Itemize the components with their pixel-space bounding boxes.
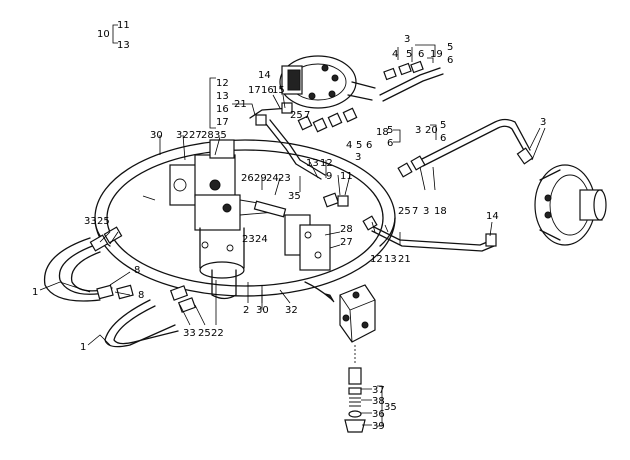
callout-label: 4	[346, 140, 352, 151]
callout-label: 27	[340, 237, 353, 248]
callout-label: 25	[198, 328, 211, 339]
ring-frame	[94, 139, 396, 297]
callout-label: 17	[248, 85, 261, 96]
callout-label: 6	[447, 55, 453, 66]
callout-label: 3	[404, 34, 410, 45]
callout-label: 22	[211, 328, 224, 339]
callout-label: 25	[398, 206, 411, 217]
callout-label: 32	[176, 130, 189, 141]
callout-label: 15	[272, 85, 285, 96]
callout-label: 18	[376, 127, 389, 138]
callout-label: 13	[384, 254, 397, 265]
callout-label: 3	[355, 152, 361, 163]
callout-label: 11	[340, 171, 353, 182]
callout-label: 39	[372, 421, 385, 432]
motor-right	[534, 164, 607, 246]
callout-label: 6	[418, 49, 424, 60]
callout-label: 28	[340, 224, 353, 235]
callout-label: 5	[440, 120, 446, 131]
callout-label: 12	[216, 78, 229, 89]
callout-label: 3	[415, 125, 421, 136]
callout-label: 9	[326, 171, 332, 182]
callout-label: 5	[387, 125, 393, 136]
callout-label: 21	[398, 254, 411, 265]
callout-label: 35	[288, 191, 301, 202]
callout-label: 30	[150, 130, 163, 141]
callout-label: 13	[306, 158, 319, 169]
callout-label: 12	[370, 254, 383, 265]
callout-label: 5	[447, 42, 453, 53]
callout-label: 23	[278, 173, 291, 184]
callout-label: 35	[214, 130, 227, 141]
callout-label: 38	[372, 396, 385, 407]
bracket-center	[253, 200, 331, 271]
callout-label: 13	[117, 40, 130, 51]
leader-lines	[39, 24, 546, 427]
callout-label: 8	[134, 265, 140, 276]
callout-label: 24	[266, 173, 279, 184]
callout-label: 30	[256, 305, 269, 316]
callout-label: 12	[320, 158, 333, 169]
callout-label: 16	[216, 104, 229, 115]
callout-label: 28	[201, 130, 214, 141]
callout-label: 13	[216, 91, 229, 102]
callout-label: 37	[372, 385, 385, 396]
callout-label: 7	[412, 206, 418, 217]
callout-label: 29	[254, 173, 267, 184]
callout-label: 27	[189, 130, 202, 141]
callout-label: 21	[234, 99, 247, 110]
callout-label: 6	[387, 138, 393, 149]
fittings	[255, 60, 534, 247]
callout-label: 26	[241, 173, 254, 184]
callout-label: 33	[183, 328, 196, 339]
callout-label: 10	[97, 29, 110, 40]
callout-label: 5	[356, 140, 362, 151]
callout-label: 1	[32, 287, 38, 298]
rigid-pipes	[249, 67, 531, 252]
callout-label: 18	[434, 206, 447, 217]
callout-label: 19	[430, 49, 443, 60]
swing-motor-left	[169, 139, 276, 300]
callout-label: 8	[138, 290, 144, 301]
callout-label: 17	[216, 117, 229, 128]
callout-label: 23	[242, 234, 255, 245]
callout-label: 7	[304, 110, 310, 121]
callout-label: 4	[392, 49, 398, 60]
callout-label: 5	[406, 49, 412, 60]
callout-label: 6	[440, 133, 446, 144]
motor-top	[279, 55, 376, 109]
callout-label: 1	[80, 342, 86, 353]
callout-label: 14	[258, 70, 271, 81]
callout-label: 3	[423, 206, 429, 217]
callout-label: 24	[255, 234, 268, 245]
callout-labels: 10 11 13 3 4 5 6 19 5 6 14 12 13 16 17 2…	[32, 20, 546, 432]
callout-label: 25	[290, 110, 303, 121]
callout-label: 6	[366, 140, 372, 151]
callout-label: 25	[97, 216, 110, 227]
valve-block	[304, 281, 376, 343]
callout-label: 35	[384, 402, 397, 413]
callout-label: 20	[425, 125, 438, 136]
callout-label: 2	[243, 305, 249, 316]
callout-label: 33	[84, 216, 97, 227]
callout-label: 11	[117, 20, 130, 31]
flexible-hoses	[43, 226, 197, 348]
callout-label: 36	[372, 409, 385, 420]
callout-label: 3	[540, 117, 546, 128]
callout-label: 32	[285, 305, 298, 316]
callout-label: 14	[486, 211, 499, 222]
check-valve-stack	[344, 345, 366, 433]
callout-label: 16	[261, 85, 274, 96]
